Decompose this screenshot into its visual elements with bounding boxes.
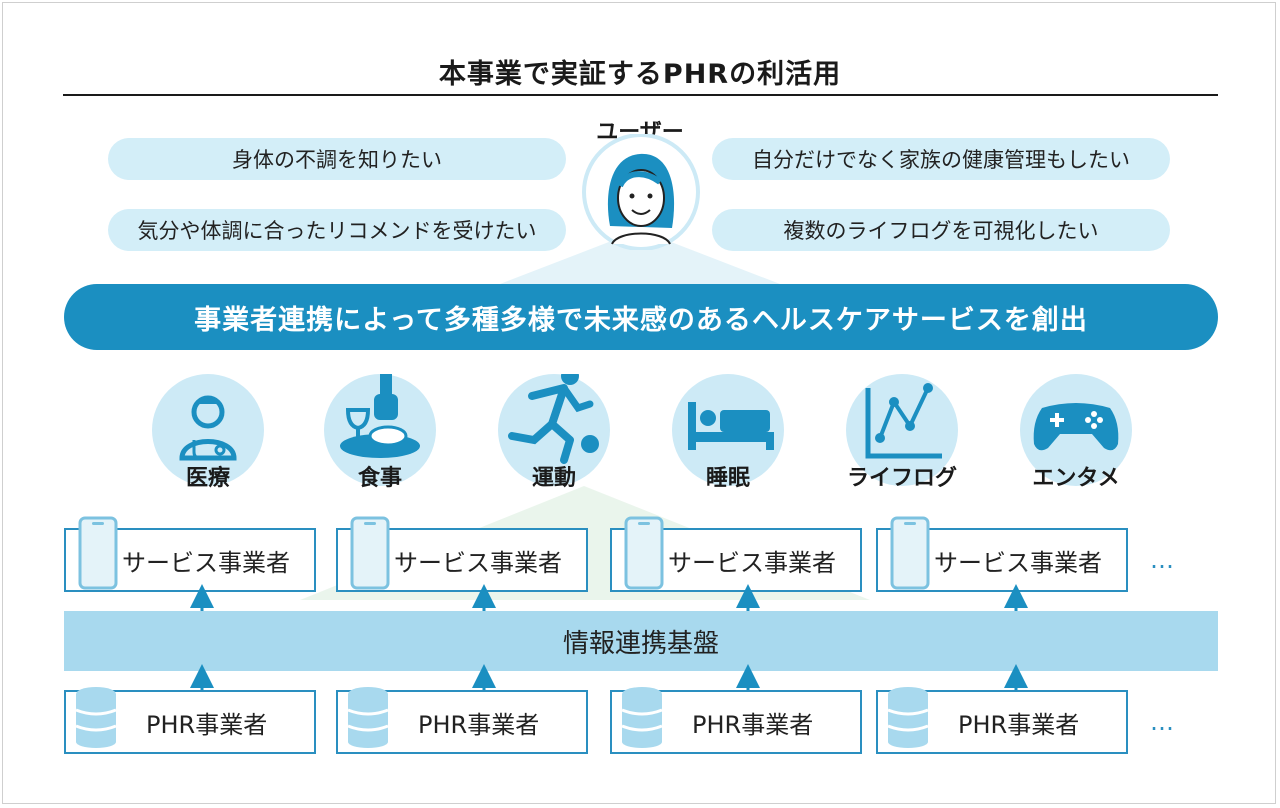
more-service-providers-ellipsis: … (1150, 546, 1177, 574)
smartphone-icon (624, 516, 664, 590)
smartphone-icon (350, 516, 390, 590)
service-provider-box: サービス事業者 (610, 516, 862, 592)
category-circle (498, 367, 610, 486)
gamepad-icon (1033, 403, 1119, 451)
category-medical: 医療 (148, 374, 268, 494)
service-banner: 事業者連携によって多種多様で未来感のあるヘルスケアサービスを創出 (64, 284, 1218, 350)
database-icon (75, 687, 117, 748)
arrow-group-lower (190, 664, 1028, 690)
smartphone-icon (78, 516, 118, 590)
category-entertainment: エンタメ (1016, 374, 1136, 494)
category-sleep: 睡眠 (668, 374, 788, 494)
category-label: 睡眠 (705, 466, 750, 491)
info-platform: 情報連携基盤 (64, 611, 1218, 671)
database-icon (887, 687, 929, 748)
database-icon (621, 687, 663, 748)
phr-provider-box: PHR事業者 (336, 687, 588, 754)
category-label: 医療 (185, 466, 230, 491)
service-provider-label: サービス事業者 (934, 548, 1102, 577)
database-icon (347, 687, 389, 748)
category-circle (672, 374, 784, 486)
phr-provider-label: PHR事業者 (146, 710, 268, 739)
phr-provider-box: PHR事業者 (610, 687, 862, 754)
bed-icon (688, 402, 774, 450)
title-divider (63, 94, 1218, 96)
category-circle (846, 374, 958, 486)
meal-icon (340, 364, 420, 458)
category-meal: 食事 (320, 364, 440, 494)
category-label: ライフログ (846, 466, 957, 491)
page-title: 本事業で実証するPHRの利活用 (438, 59, 842, 90)
category-circle (324, 364, 436, 486)
category-circle (1020, 374, 1132, 486)
category-label: 食事 (357, 466, 402, 491)
arrow-group-upper (190, 584, 1028, 611)
phr-provider-label: PHR事業者 (958, 710, 1080, 739)
runner-icon (508, 367, 599, 464)
service-provider-label: サービス事業者 (668, 548, 836, 577)
category-lifelog: ライフログ (842, 374, 962, 494)
service-provider-box: サービス事業者 (336, 516, 588, 592)
user-avatar (582, 134, 700, 250)
category-exercise: 運動 (494, 367, 614, 494)
line-graph-icon (865, 383, 942, 459)
phr-provider-box: PHR事業者 (64, 687, 316, 754)
phr-provider-box: PHR事業者 (876, 687, 1128, 754)
category-circle (152, 374, 264, 486)
category-label: エンタメ (1032, 466, 1120, 491)
service-provider-box: サービス事業者 (876, 516, 1128, 592)
user-triangle (500, 230, 780, 284)
phr-provider-label: PHR事業者 (418, 710, 540, 739)
need-bubble-recommend: 気分や体調に合ったリコメンドを受けたい (108, 209, 566, 251)
service-provider-box: サービス事業者 (64, 516, 316, 592)
phr-provider-label: PHR事業者 (692, 710, 814, 739)
need-bubble-family: 自分だけでなく家族の健康管理もしたい (712, 138, 1170, 180)
category-label: 運動 (531, 466, 576, 491)
smartphone-icon (890, 516, 930, 590)
service-provider-label: サービス事業者 (394, 548, 562, 577)
service-provider-label: サービス事業者 (122, 548, 290, 577)
need-bubble-body: 身体の不調を知りたい (108, 138, 566, 180)
need-bubble-lifelog: 複数のライフログを可視化したい (712, 209, 1170, 251)
more-phr-providers-ellipsis: … (1150, 708, 1177, 736)
doctor-icon (179, 395, 237, 461)
